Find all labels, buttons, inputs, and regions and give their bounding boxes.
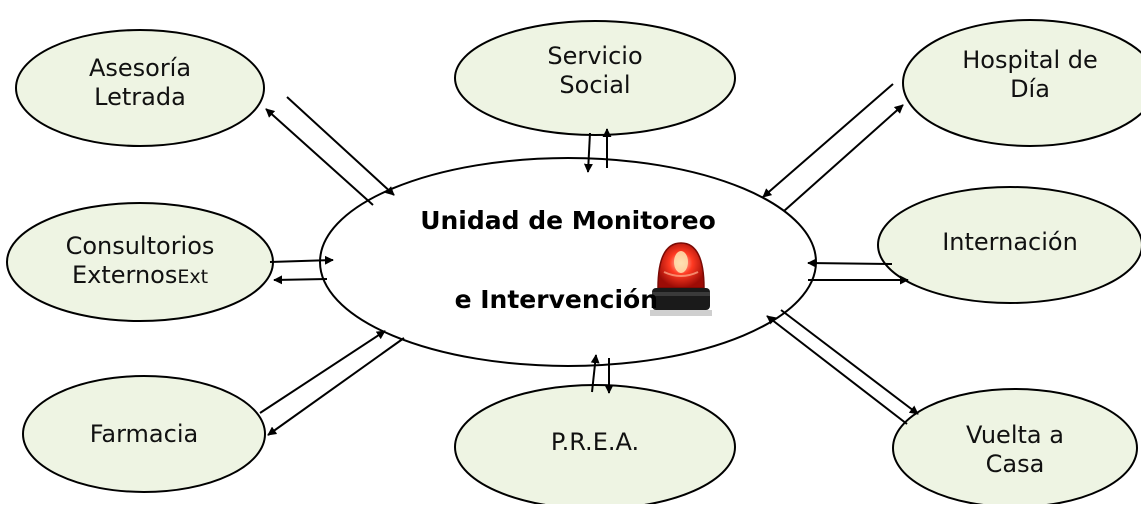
- arrow-consultorios-to-center: [269, 255, 334, 265]
- node-vuelta-label: Vuelta a Casa: [966, 421, 1064, 479]
- node-internacion-ellipse: [877, 186, 1141, 304]
- arrow-hospital-to-center: [762, 83, 894, 198]
- node-consultorios-label: Consultorios ExternosExt: [65, 232, 215, 290]
- alarm-siren-icon: [650, 240, 712, 318]
- node-servicio-ellipse: [454, 20, 736, 136]
- arrow-center-to-consultorios: [273, 275, 328, 285]
- arrow-center-to-vuelta: [780, 309, 919, 415]
- arrow-asesoria-to-center: [286, 96, 395, 196]
- arrow-vuelta-to-center: [766, 315, 908, 425]
- node-hospital-label: Hospital de Día: [962, 46, 1098, 104]
- arrow-farmacia-to-center: [259, 330, 386, 414]
- node-farmacia-label: Farmacia: [89, 420, 199, 448]
- arrow-center-to-hospital: [783, 104, 904, 212]
- node-asesoria-ellipse: [15, 29, 265, 147]
- connectors: [259, 83, 919, 436]
- node-internacion-label: Internación: [942, 228, 1078, 256]
- arrow-prea-to-center: [590, 354, 600, 393]
- node-prea-label: P.R.E.A.: [550, 428, 640, 456]
- arrow-servicio-to-center: [583, 132, 593, 173]
- node-hospital-ellipse: [902, 19, 1141, 147]
- center-title-line2: e Intervención: [454, 285, 658, 314]
- node-farmacia-ellipse: [22, 375, 266, 493]
- arrow-center-to-farmacia: [267, 337, 405, 436]
- arrow-center-to-asesoria: [265, 108, 374, 206]
- node-asesoria-label: Asesoría Letrada: [88, 54, 192, 112]
- center-ellipse: [319, 157, 817, 367]
- node-servicio-label: Servicio Social: [547, 42, 643, 100]
- arrow-internacion-to-center: [807, 258, 893, 268]
- node-prea-ellipse: [454, 384, 736, 509]
- center-title-line1: Unidad de Monitoreo: [420, 206, 716, 235]
